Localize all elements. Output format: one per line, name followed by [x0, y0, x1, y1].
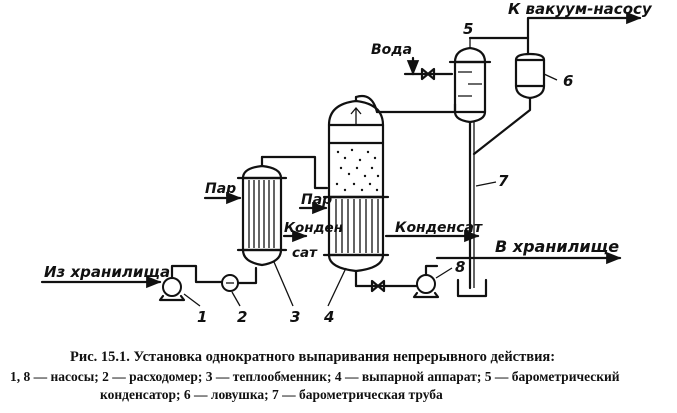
label-steam-2: Пар: [301, 192, 332, 208]
evaporator-4: [322, 94, 457, 288]
label-to-vacuum-pump: К вакуум-насосу: [508, 0, 653, 18]
number-1: 1: [197, 308, 207, 326]
number-8: 8: [455, 258, 465, 276]
label-condensate-1b: сат: [292, 245, 318, 261]
vacuum-line: [526, 11, 642, 40]
pump-8: [412, 264, 440, 299]
number-4: 4: [323, 308, 334, 326]
boiling-bubbles: [335, 148, 380, 192]
number-7: 7: [498, 172, 509, 190]
process-flow-diagram: Из хранилища Пар Конден сат Пар Конденса…: [40, 0, 653, 326]
label-condensate-1a: Конден: [284, 220, 343, 236]
leader-lines: [183, 73, 558, 307]
number-2: 2: [237, 308, 247, 326]
heat-exchanger-3: [236, 155, 329, 267]
label-condensate-2: Конденсат: [395, 220, 483, 236]
label-steam-1: Пар: [205, 181, 236, 197]
trap-6: [472, 52, 546, 156]
label-from-storage: Из хранилища: [44, 263, 170, 281]
number-3: 3: [290, 308, 300, 326]
barometric-condenser-5: [403, 36, 530, 124]
pump-1: [158, 264, 224, 302]
caption-title: Рис. 15.1. Установка однократного выпари…: [70, 349, 556, 365]
number-5: 5: [463, 20, 473, 38]
flow-meter-2: [221, 266, 258, 292]
label-water: Вода: [371, 42, 412, 58]
caption-line-2: конденсатор; 6 — ловушка; 7 — барометрич…: [100, 387, 443, 402]
caption-line-1: 1, 8 — насосы; 2 — расходомер; 3 — тепло…: [10, 369, 620, 384]
discharge-line: [354, 279, 418, 293]
number-6: 6: [563, 72, 573, 90]
barometric-pipe-7: [456, 120, 488, 298]
label-to-storage: В хранилище: [495, 237, 619, 256]
